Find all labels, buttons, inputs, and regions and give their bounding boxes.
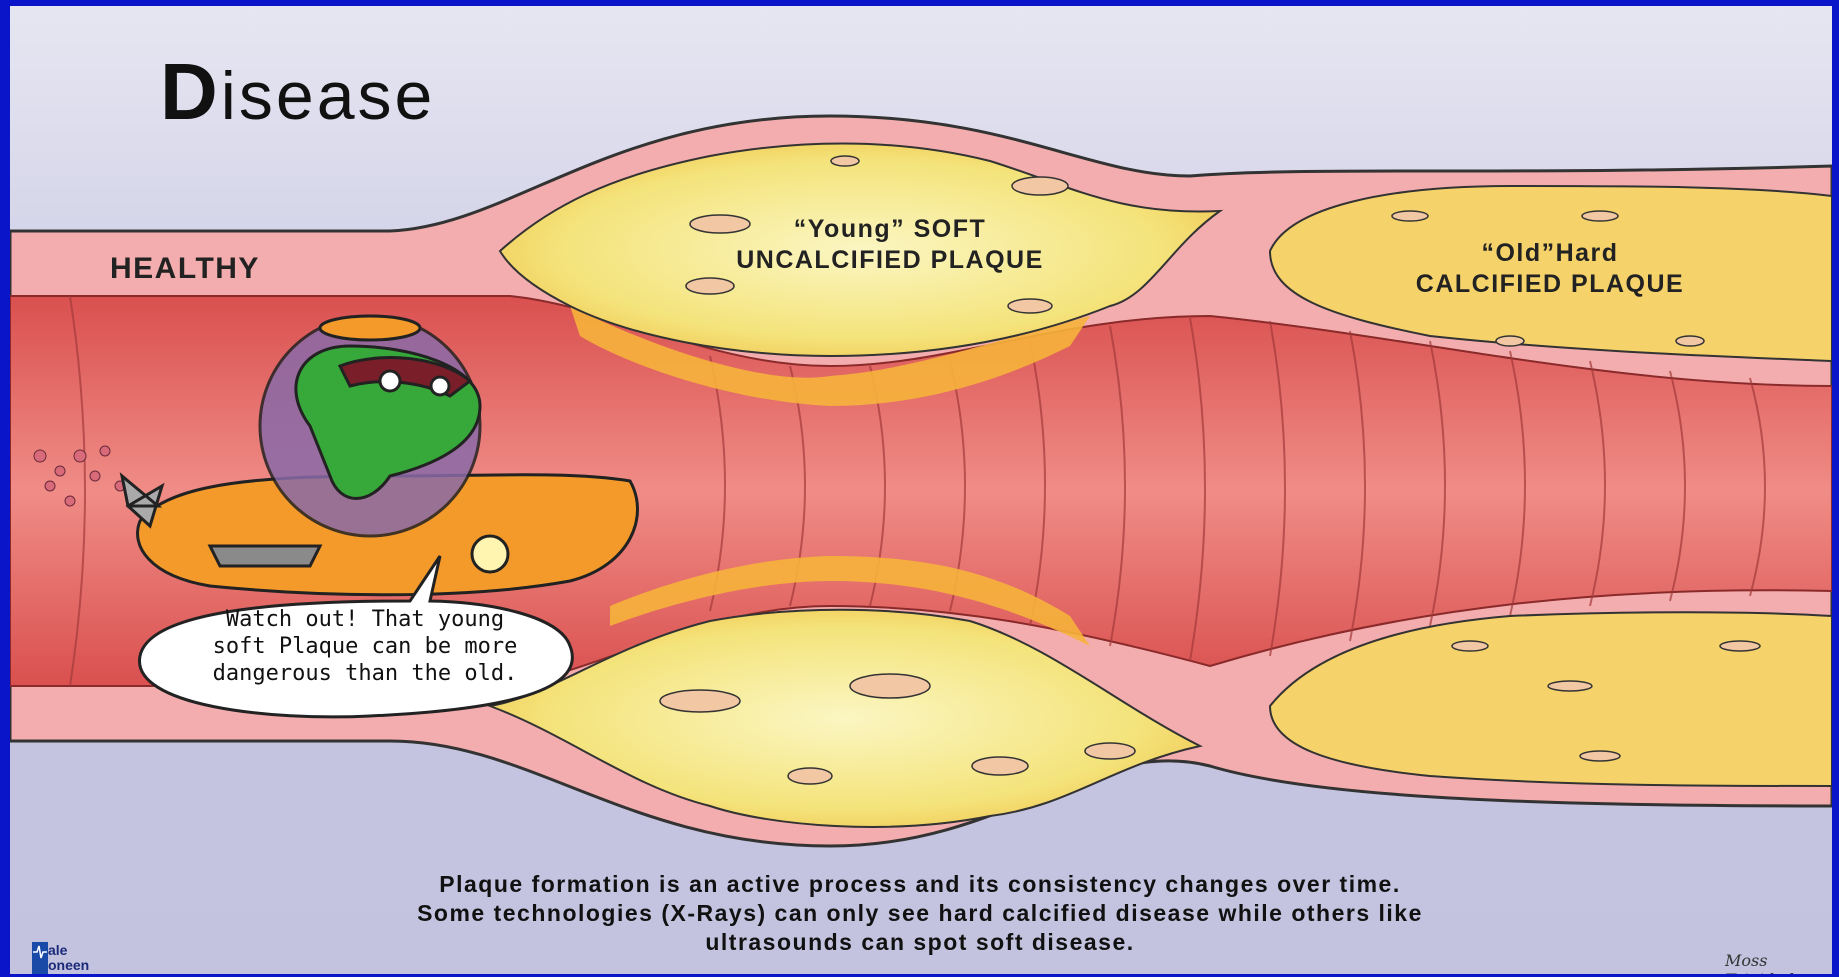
bubble-line-3: dangerous than the old. <box>170 660 560 687</box>
healthy-label: HEALTHY <box>110 252 260 286</box>
caption-line-3: ultrasounds can spot soft disease. <box>170 928 1670 957</box>
speech-bubble-text: Watch out! That young soft Plaque can be… <box>170 606 560 687</box>
caption-line-2: Some technologies (X-Rays) can only see … <box>170 899 1670 928</box>
old-plaque-label-line1: “Old”Hard <box>1360 238 1740 269</box>
title-rest: isease <box>221 58 436 134</box>
young-plaque-label: “Young” SOFT UNCALCIFIED PLAQUE <box>680 214 1100 276</box>
logo-mark-icon <box>32 942 48 974</box>
logo-text-1: ale <box>48 942 67 958</box>
logo-text-2: oneen <box>48 957 89 973</box>
page-title: Disease <box>160 46 435 138</box>
slide: Disease HEALTHY “Young” SOFT UNCALCIFIED… <box>10 6 1832 974</box>
caption-line-1: Plaque formation is an active process an… <box>170 870 1670 899</box>
title-initial: D <box>160 47 221 136</box>
artery-illustration <box>10 6 1832 974</box>
bubble-line-2: soft Plaque can be more <box>170 633 560 660</box>
bubble-line-1: Watch out! That young <box>170 606 560 633</box>
artist-signature: Moss Trinidad <box>1725 951 1832 974</box>
young-plaque-label-line1: “Young” SOFT <box>680 214 1100 245</box>
caption: Plaque formation is an active process an… <box>170 870 1670 957</box>
young-plaque-label-line2: UNCALCIFIED PLAQUE <box>680 245 1100 276</box>
old-plaque-label: “Old”Hard CALCIFIED PLAQUE <box>1360 238 1740 300</box>
company-logo: ale oneen <box>32 942 132 974</box>
old-plaque-label-line2: CALCIFIED PLAQUE <box>1360 269 1740 300</box>
